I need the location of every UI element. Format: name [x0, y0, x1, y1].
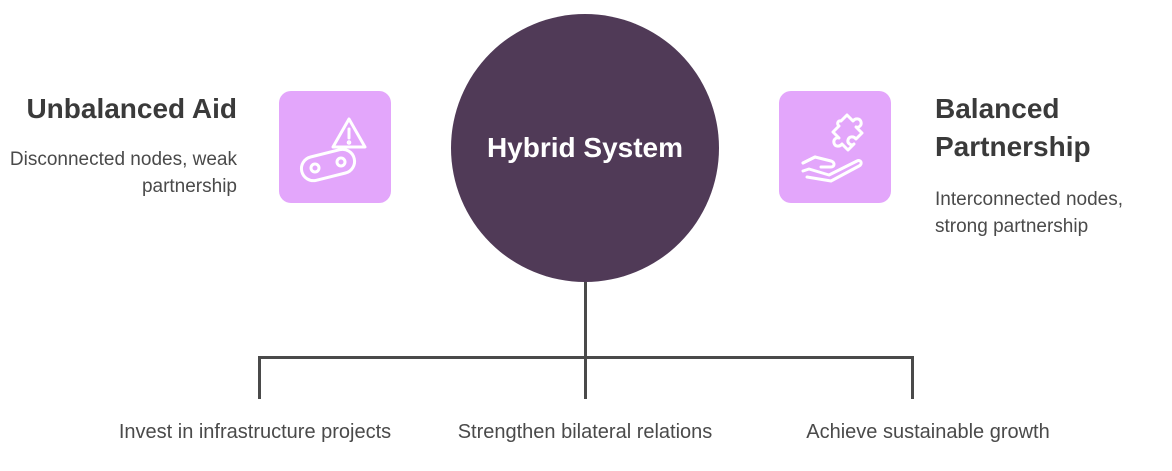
connector-drop-2 — [584, 356, 587, 399]
connector-stem — [584, 282, 587, 358]
left-icon-box — [279, 91, 391, 203]
left-description: Disconnected nodes, weak partnership — [9, 149, 237, 197]
left-title: Unbalanced Aid — [26, 93, 237, 124]
branch-label-infrastructure: Invest in infrastructure projects — [118, 421, 392, 443]
warning-conveyor-icon — [299, 117, 367, 183]
branch-label-bilateral: Strengthen bilateral relations — [457, 421, 713, 443]
hand-puzzle-icon — [801, 113, 864, 183]
hub-circle: Hybrid System — [451, 14, 719, 282]
branch-label-growth: Achieve sustainable growth — [806, 421, 1050, 443]
right-title: Balanced Partnership — [935, 93, 1091, 162]
right-icon-box — [779, 91, 891, 203]
right-description: Interconnected nodes, strong partnership — [935, 189, 1124, 237]
connector-drop-1 — [258, 356, 261, 399]
hub-label: Hybrid System — [486, 132, 684, 163]
connector-drop-3 — [911, 356, 914, 399]
